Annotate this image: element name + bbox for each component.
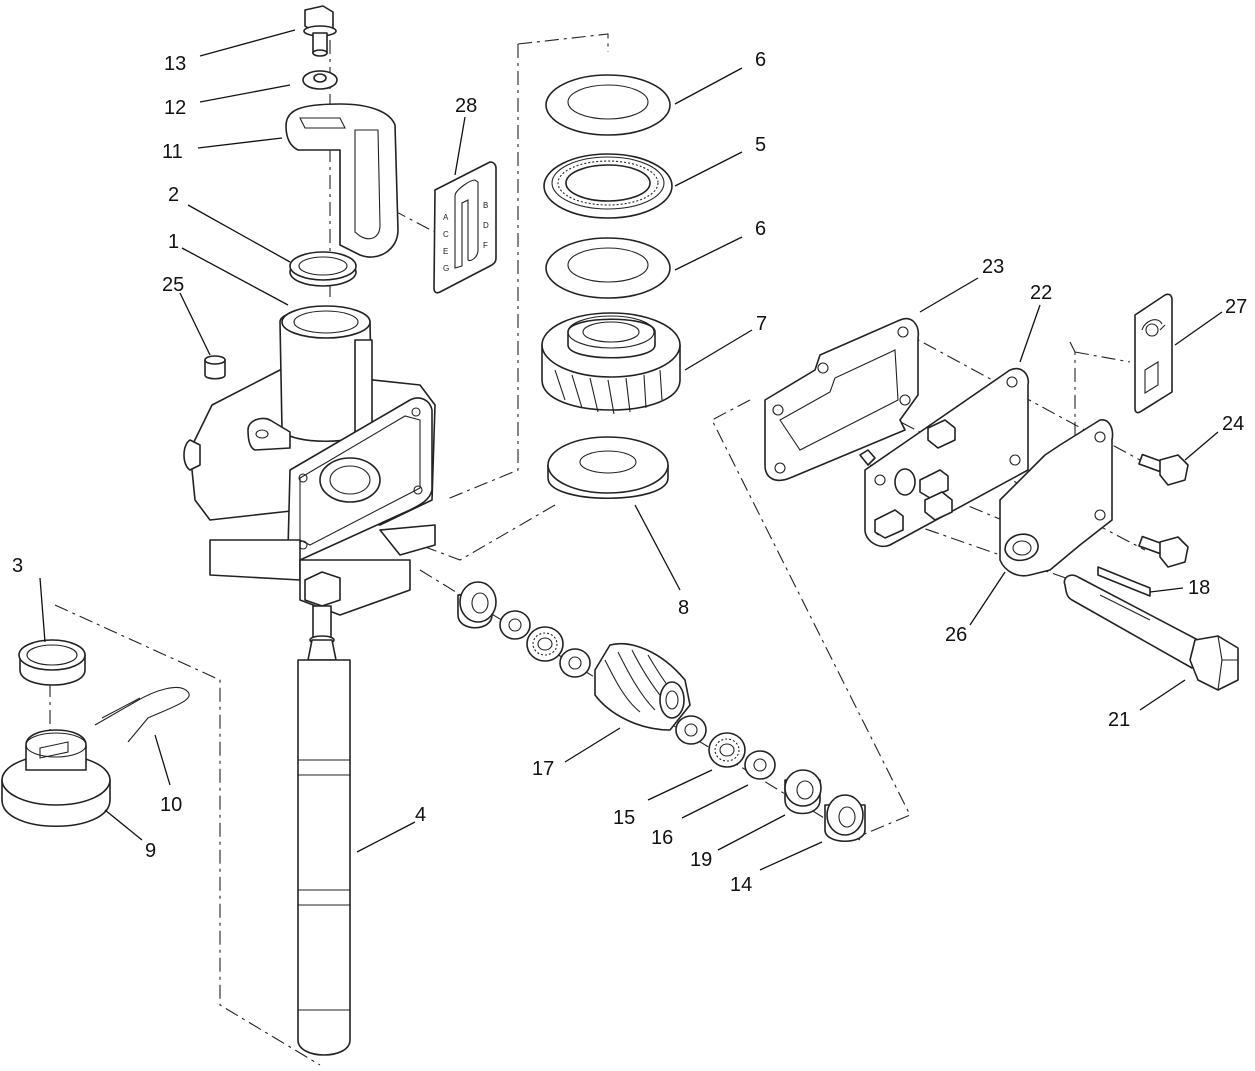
- part-4-shaft: [297, 571, 351, 1056]
- part-12-washer: [302, 70, 338, 90]
- callout-15: 15: [613, 807, 635, 829]
- callout-26: 26: [945, 624, 967, 646]
- part-6-washer-lower: [545, 237, 671, 299]
- part-8-washer: [547, 436, 669, 500]
- part-19-spacer: [784, 769, 822, 815]
- part-7-worm-gear: [541, 312, 681, 415]
- part-15-bearing-upper: [526, 626, 564, 662]
- part-26-plate: [999, 419, 1114, 577]
- part-16-washer-lower: [675, 715, 707, 745]
- part-15-bearing-lower: [708, 732, 746, 768]
- callout-18: 18: [1188, 577, 1210, 599]
- part-17-worm: [594, 643, 691, 731]
- part-2-bushing: [289, 251, 357, 287]
- callout-28: 28: [455, 95, 477, 117]
- callout-24: 24: [1222, 413, 1244, 435]
- part-28-decal: A C E G B D F: [433, 161, 497, 294]
- part-1-housing: [183, 305, 436, 616]
- callout-27: 27: [1225, 296, 1247, 318]
- callout-6-top: 6: [755, 49, 766, 71]
- callout-23: 23: [982, 256, 1004, 278]
- decal-letter-d: D: [483, 221, 489, 230]
- callout-4: 4: [415, 804, 426, 826]
- callout-14: 14: [730, 874, 752, 896]
- part-16-washer-mid: [559, 648, 591, 678]
- callout-7: 7: [756, 313, 767, 335]
- part-27-decal: [1134, 293, 1173, 414]
- part-22-cover-plate: [859, 367, 1030, 548]
- decal-letter-b: B: [483, 201, 488, 210]
- decal-letter-e: E: [443, 247, 448, 256]
- part-5-thrust-bearing: [543, 153, 673, 219]
- part-6-washer-top: [545, 74, 671, 136]
- leader-lines: [39, 29, 1223, 871]
- part-16-washer-bottom: [744, 750, 776, 780]
- part-10-clip: [94, 687, 190, 743]
- part-14-bushing-lower: [824, 794, 866, 842]
- callout-labels: 13 12 11 2 1 25 28 6 5 6 7 8 3 10 9 4 17…: [12, 49, 1247, 896]
- callout-19: 19: [690, 849, 712, 871]
- decal-letter-a: A: [443, 213, 449, 222]
- callout-21: 21: [1108, 709, 1130, 731]
- callout-5: 5: [755, 134, 766, 156]
- part-9-collar: [1, 729, 111, 828]
- part-25-plug: [204, 355, 226, 380]
- decal-letter-f: F: [483, 241, 488, 250]
- callout-11: 11: [162, 141, 183, 163]
- part-16-washer-upper: [499, 610, 531, 640]
- part-3-ring: [18, 639, 86, 686]
- callout-25: 25: [162, 274, 184, 296]
- callout-8: 8: [678, 597, 689, 619]
- decal-letter-g: G: [443, 264, 449, 273]
- callout-3: 3: [12, 555, 23, 577]
- part-23-gasket: [764, 318, 920, 482]
- part-13-bolt: [303, 5, 337, 57]
- callout-10: 10: [160, 794, 182, 816]
- callout-12: 12: [164, 97, 186, 119]
- part-24-bolt-lower: [1138, 535, 1189, 568]
- callout-2: 2: [168, 184, 179, 206]
- decal-letter-c: C: [443, 230, 449, 239]
- callout-22: 22: [1030, 282, 1052, 304]
- callout-1: 1: [168, 231, 179, 253]
- callout-6-lower: 6: [755, 218, 766, 240]
- part-14-bushing-upper: [457, 581, 497, 629]
- callout-13: 13: [164, 53, 186, 75]
- callout-17: 17: [532, 758, 554, 780]
- callout-16: 16: [651, 827, 673, 849]
- part-18-key: [1097, 566, 1151, 597]
- part-11-bracket: [285, 103, 399, 258]
- part-24-bolt-upper: [1138, 453, 1189, 486]
- part-22-bolts-upper: [924, 419, 956, 521]
- callout-9: 9: [145, 840, 156, 862]
- part-21-shaft: [1063, 574, 1239, 691]
